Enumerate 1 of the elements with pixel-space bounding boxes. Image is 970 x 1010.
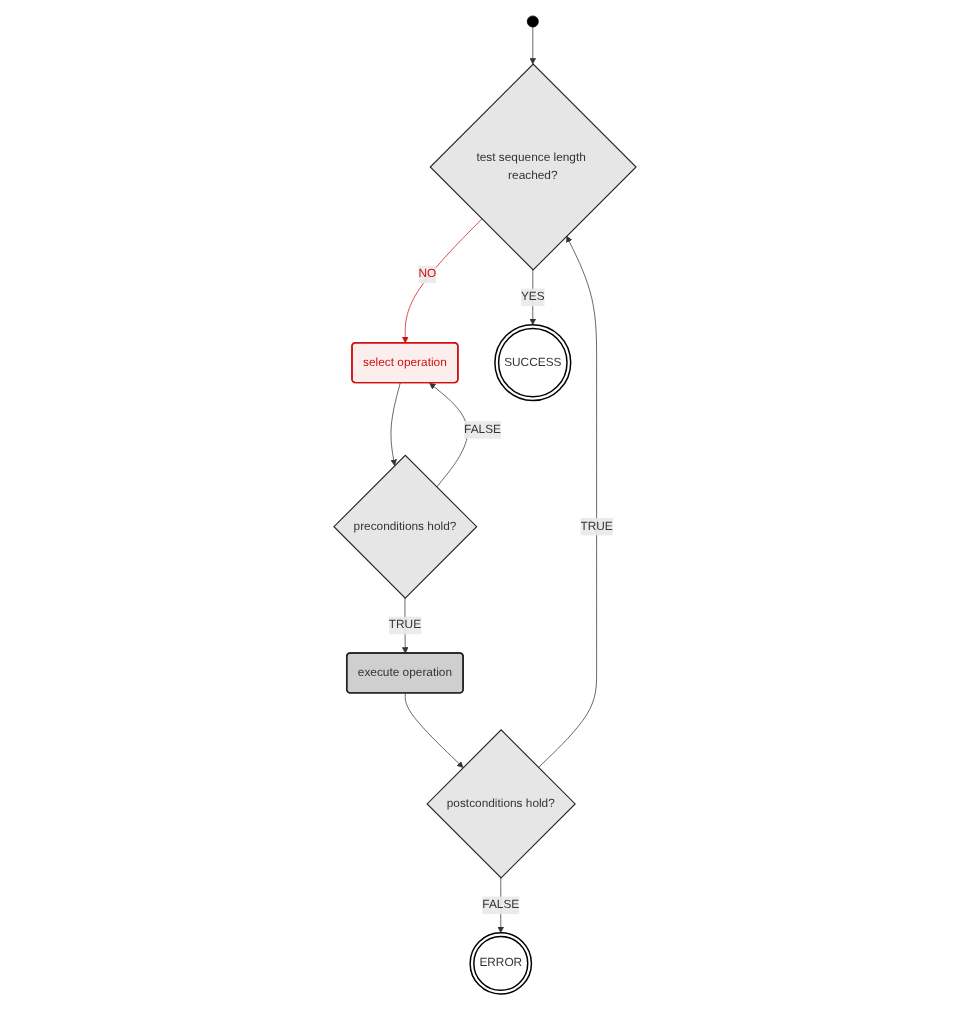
node-circle [526,15,539,28]
